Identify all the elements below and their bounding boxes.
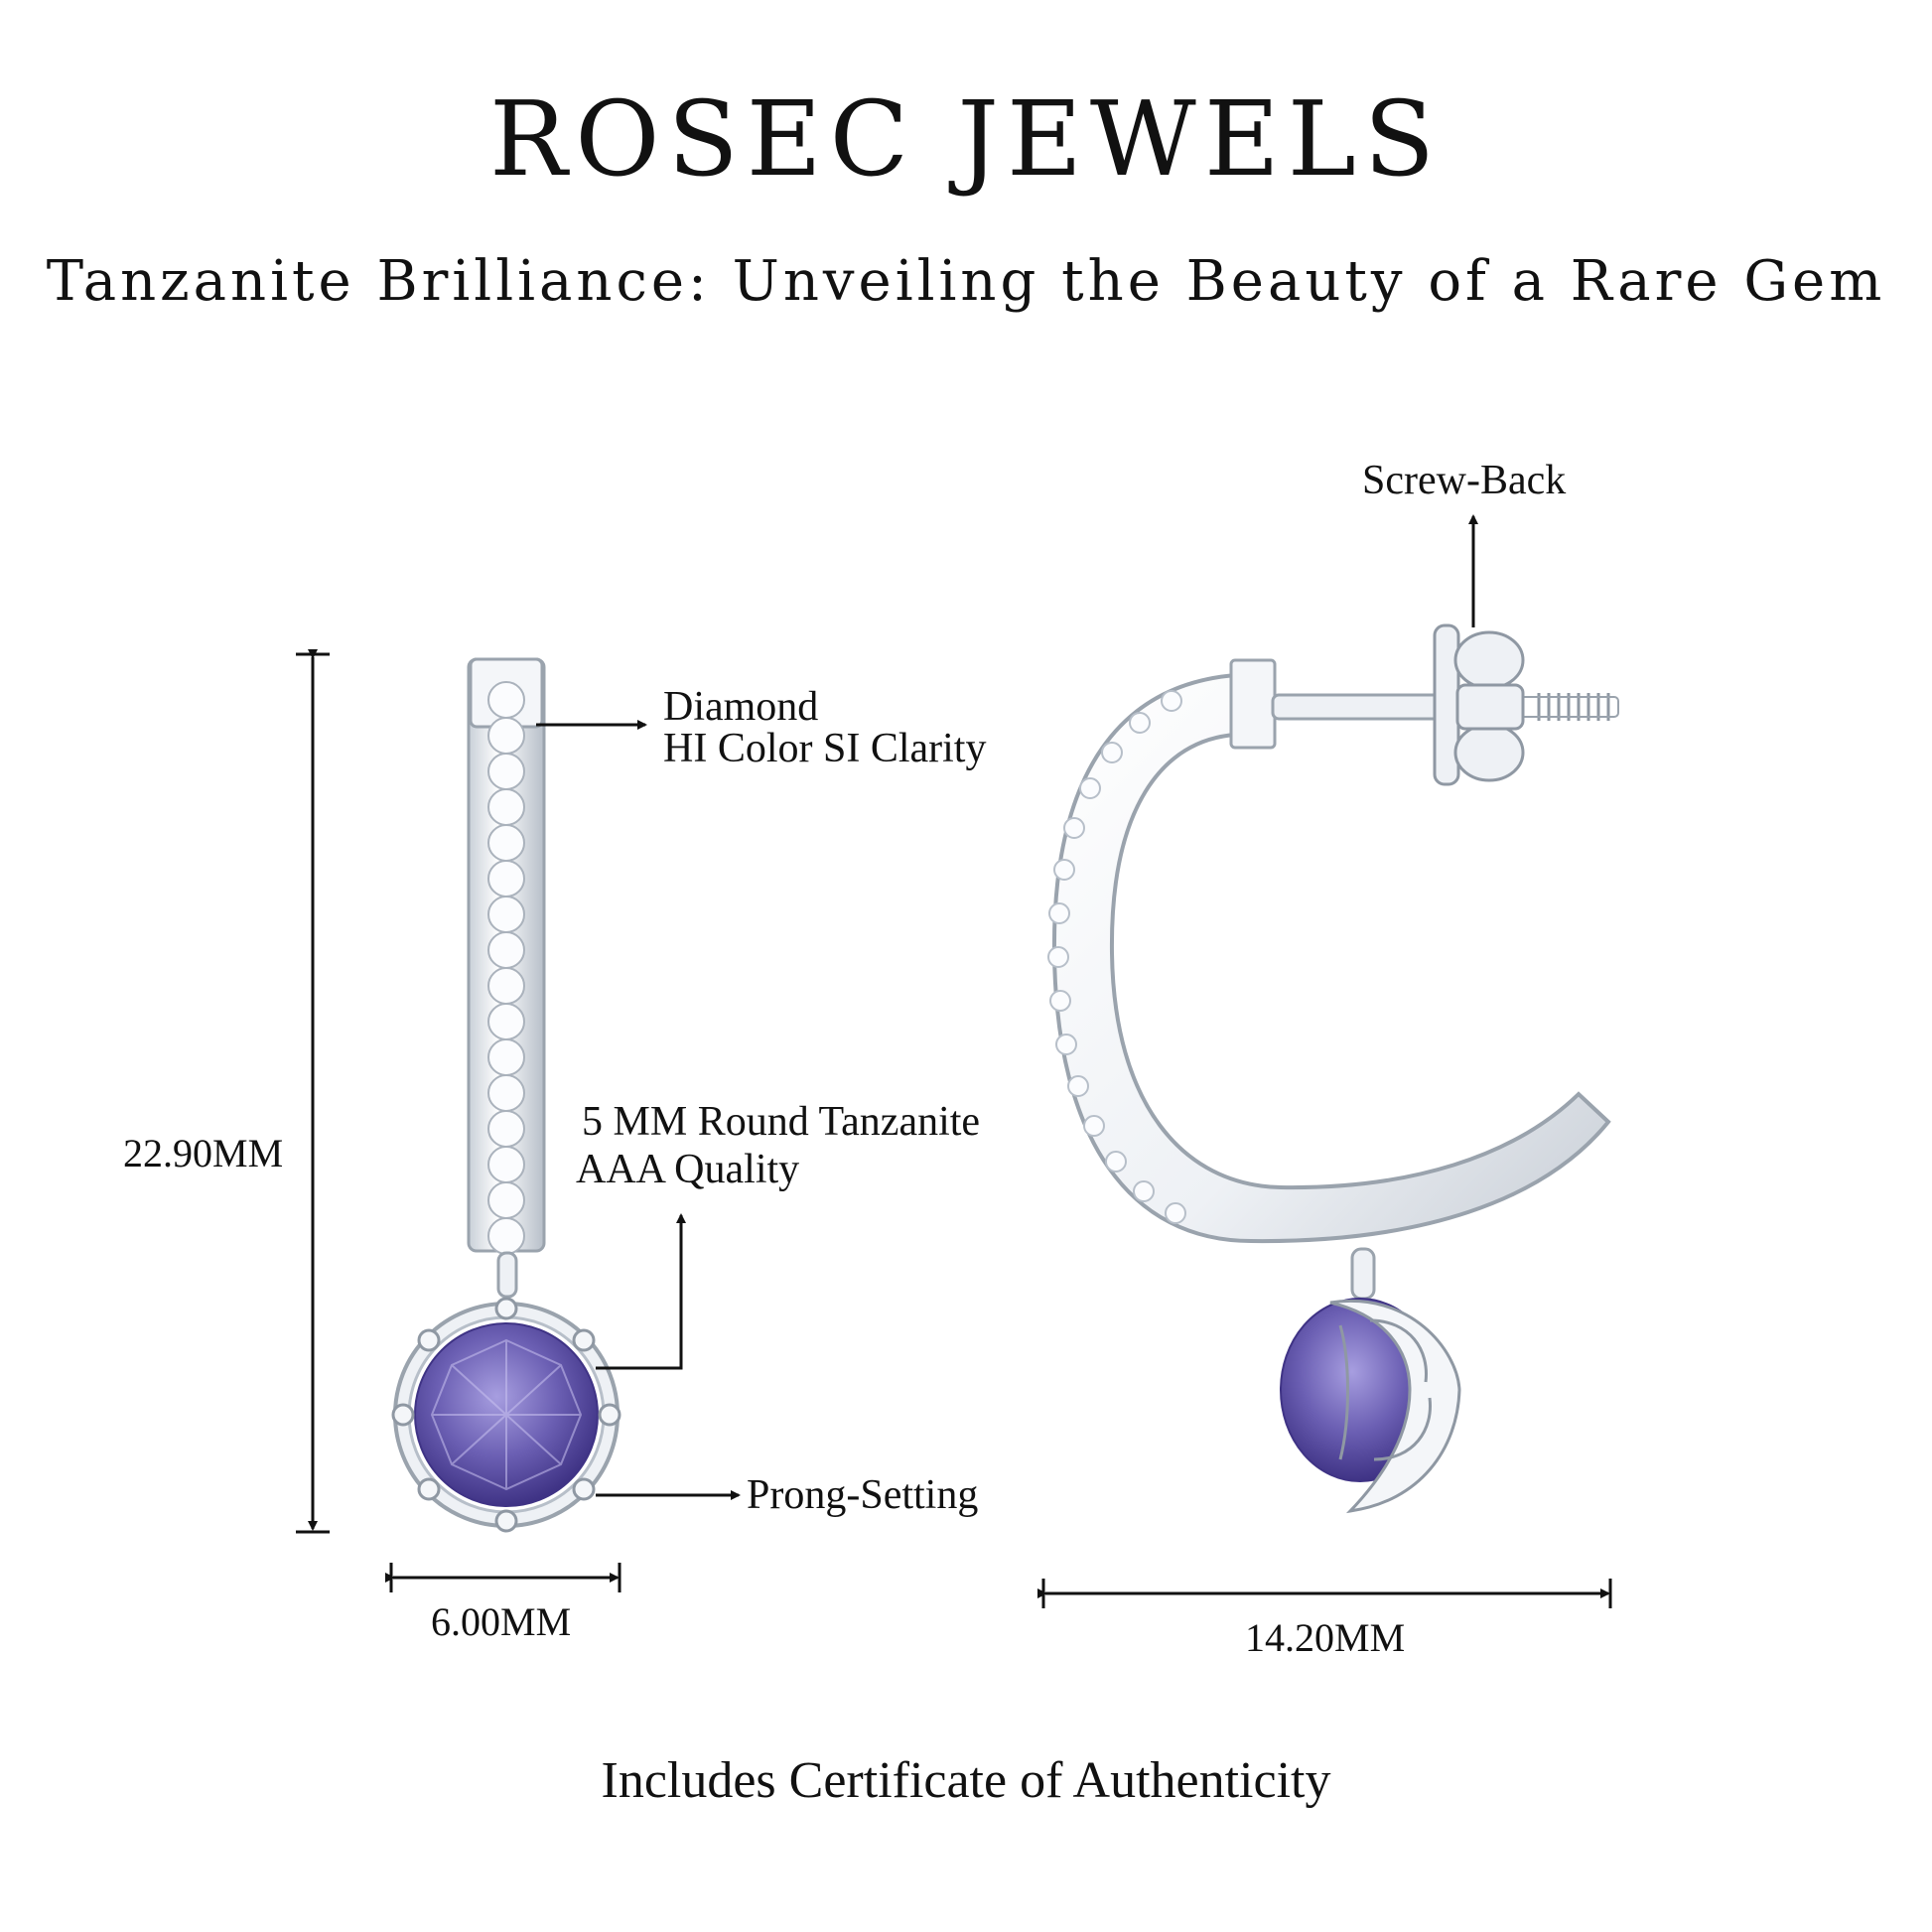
- side-earring: [1047, 623, 1619, 1514]
- side-post: [1229, 658, 1277, 750]
- side-petals: [1338, 1318, 1432, 1461]
- screw-back-nut: [1433, 623, 1525, 786]
- gem-callout-line: [596, 1213, 686, 1370]
- prong-setting-label: Prong-Setting: [747, 1472, 979, 1518]
- side-hoop: [1051, 672, 1611, 1244]
- callout-lines: [536, 514, 1478, 1500]
- front-earring: [391, 657, 621, 1533]
- gem-title-label: 5 MM Round Tanzanite: [582, 1099, 981, 1145]
- product-tagline: Tanzanite Brilliance: Unveiling the Beau…: [46, 249, 1886, 314]
- front-link: [496, 1251, 518, 1299]
- certificate-note: Includes Certificate of Authenticity: [601, 1752, 1331, 1809]
- front-diamond-row: [487, 681, 525, 1255]
- gem-quality-label: AAA Quality: [576, 1147, 800, 1192]
- height-dimension-label: 22.90MM: [123, 1131, 284, 1175]
- brand-title: ROSEC JEWELS: [488, 78, 1444, 200]
- diamond-title-label: Diamond: [663, 684, 819, 730]
- gem-facets: [430, 1338, 583, 1491]
- side-gallery: [1329, 1300, 1461, 1514]
- front-prongs: [391, 1297, 621, 1533]
- dimension-lines: [296, 649, 1612, 1608]
- diamond-spec-label: HI Color SI Clarity: [663, 726, 987, 771]
- side-link: [1350, 1247, 1376, 1301]
- side-width-dimension-label: 14.20MM: [1245, 1615, 1406, 1660]
- side-pave-diamonds: [1047, 690, 1186, 1224]
- screw-post: [1271, 693, 1444, 721]
- screw-back-label: Screw-Back: [1362, 458, 1567, 503]
- front-width-dimension-label: 6.00MM: [431, 1599, 572, 1644]
